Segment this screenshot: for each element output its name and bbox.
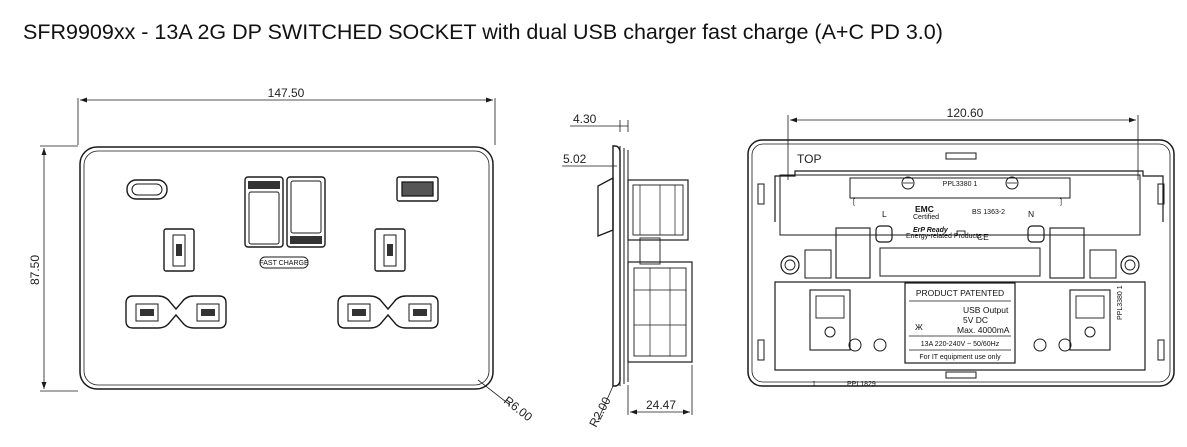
usb-a-port (396, 176, 439, 202)
side-dim-mid: 5.02 (563, 152, 587, 166)
faceplate-outline (79, 146, 494, 390)
line-neutral-pins-right (337, 295, 439, 329)
emc-label: EMC (915, 204, 934, 214)
it-use-text: For IT equipment use only (919, 354, 1001, 361)
usb-rating-label (904, 282, 1016, 364)
top-label: TOP (797, 152, 821, 166)
n-label: N (1028, 209, 1034, 219)
earth-pin-right (374, 228, 406, 272)
svg-text:[: [ (853, 199, 855, 206)
bottom-code: PPL1829 (847, 381, 876, 388)
fast-charge-badge (259, 256, 309, 269)
rating-text: 13A 220-240V ~ 50/60Hz (921, 341, 1000, 348)
code-top: PPL3380 1 (943, 181, 978, 188)
rear-width-dimension: 120.60 (947, 106, 984, 120)
svg-text:]: ] (1060, 199, 1062, 206)
erp-sub: Energy-related Products (906, 233, 982, 240)
bs-label: BS 1363-2 (972, 209, 1005, 216)
fast-charge-label: FAST CHARGE (259, 260, 309, 267)
rocker-switch-left (244, 176, 284, 248)
side-dim-radius: R2.00 (586, 394, 614, 429)
ppl-side: PPL3380 1 (1117, 285, 1124, 320)
usb-c-port (126, 179, 168, 200)
page-title: SFR9909xx - 13A 2G DP SWITCHED SOCKET wi… (23, 20, 943, 44)
radius-dimension: R6.00 (501, 393, 535, 424)
l-label: L (882, 209, 887, 219)
ce-mark: CE (977, 232, 989, 242)
side-dim-depth: 24.47 (646, 398, 676, 412)
patent-label: PRODUCT PATENTED (916, 288, 1004, 298)
line-neutral-pins-left (125, 295, 227, 329)
emc-sub: Certified (913, 214, 939, 221)
height-dimension: 87.50 (28, 255, 42, 285)
front-view: 147.50 87.50 R6.00 FAST (28, 86, 535, 424)
rear-view: 120.60 TOP PPL3380 1 [ L N ] EMC Certifi… (747, 106, 1175, 388)
rear-frame (747, 139, 1175, 387)
bottom-number: 1 (812, 381, 816, 388)
usb-current: Max. 4000mA (957, 325, 1010, 335)
side-view: 4.30 5.02 24.47 R2.00 (562, 112, 693, 429)
usb-voltage: 5V DC (963, 315, 988, 325)
rocker-switch-right (286, 176, 326, 248)
earth-pin-left (163, 228, 195, 272)
side-dim-top: 4.30 (573, 112, 597, 126)
width-dimension: 147.50 (268, 86, 305, 100)
usb-output: USB Output (963, 305, 1009, 315)
logo-mark: Ж (915, 322, 923, 332)
erp-label: ErP Ready (913, 227, 949, 234)
